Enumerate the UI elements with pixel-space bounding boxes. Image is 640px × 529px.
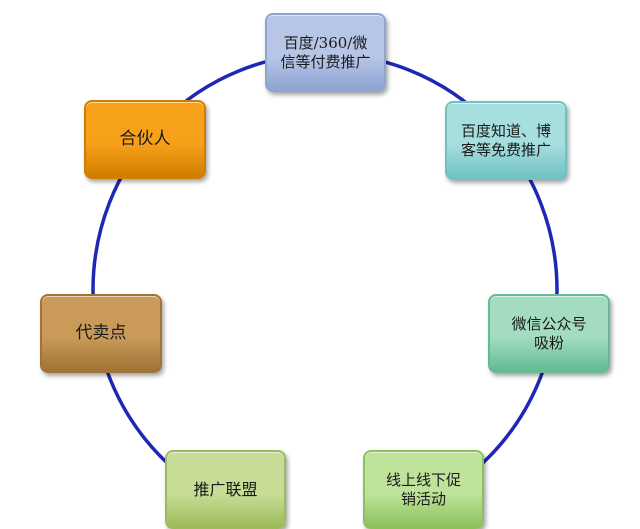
- node-partner: 合伙人: [84, 100, 206, 179]
- node-agent-point-label: 代卖点: [75, 322, 127, 343]
- node-promotion-activity-label: 线上线下促 销活动: [385, 470, 461, 508]
- node-free-promotion: 百度知道、博 客等免费推广: [445, 101, 567, 180]
- node-promotion-activity: 线上线下促 销活动: [363, 450, 484, 529]
- node-wechat-fans-label: 微信公众号 吸粉: [511, 314, 587, 352]
- node-promotion-alliance-label: 推广联盟: [193, 479, 258, 499]
- node-paid-promotion: 百度/360/微 信等付费推广: [265, 13, 386, 92]
- node-partner-label: 合伙人: [119, 128, 171, 149]
- node-agent-point: 代卖点: [40, 294, 162, 373]
- node-wechat-fans: 微信公众号 吸粉: [488, 294, 610, 373]
- node-paid-promotion-label: 百度/360/微 信等付费推广: [280, 33, 371, 71]
- node-free-promotion-label: 百度知道、博 客等免费推广: [460, 121, 551, 159]
- node-promotion-alliance: 推广联盟: [165, 450, 286, 529]
